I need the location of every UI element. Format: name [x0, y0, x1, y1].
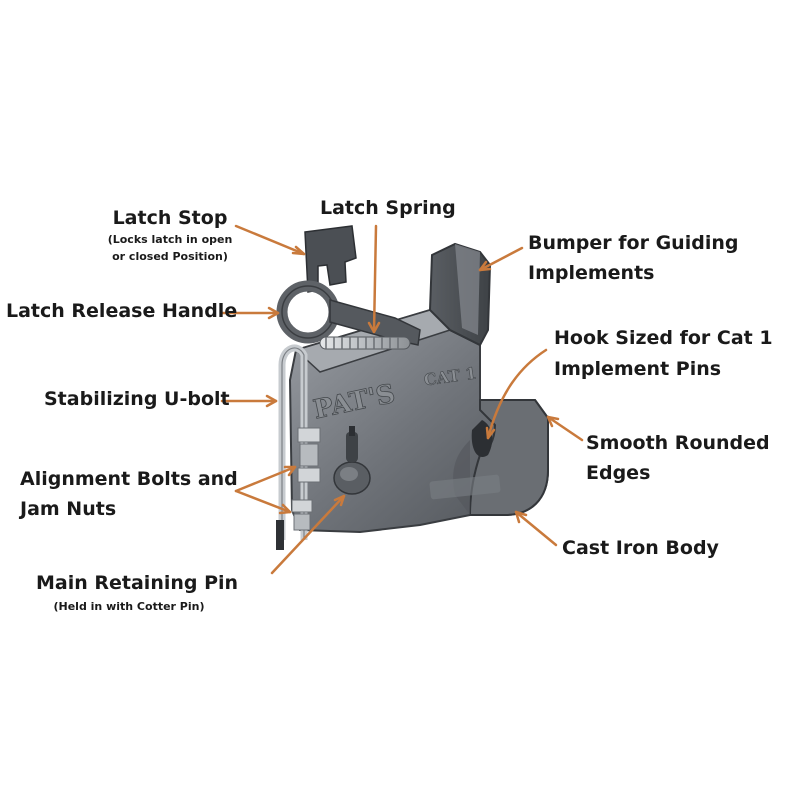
label-latch-release-handle: Latch Release Handle: [6, 300, 238, 322]
label-latch-stop-note-1: (Locks latch in open: [107, 233, 233, 246]
label-latch-stop: Latch Stop: [112, 207, 228, 229]
label-latch-stop-note-2: or closed Position): [112, 250, 228, 263]
alignment-bolts: [291, 427, 321, 531]
arrow-latch-spring: [372, 224, 378, 334]
label-cast-iron: Cast Iron Body: [562, 537, 719, 559]
label-bumper-2: Implements: [528, 262, 655, 284]
arrow-align-1: [234, 465, 297, 493]
label-align-1: Alignment Bolts and: [20, 468, 238, 490]
u-bolt: [276, 344, 308, 550]
label-bumper-1: Bumper for Guiding: [528, 232, 739, 254]
arrow-hook: [486, 348, 548, 440]
label-align-2: Jam Nuts: [20, 498, 117, 520]
label-main-pin-note: (Held in with Cotter Pin): [53, 600, 205, 613]
label-u-bolt: Stabilizing U-bolt: [44, 388, 230, 410]
label-hook-2: Implement Pins: [554, 358, 722, 380]
label-hook-1: Hook Sized for Cat 1: [554, 327, 773, 349]
arrow-latch-stop: [234, 224, 306, 256]
label-main-pin: Main Retaining Pin: [36, 572, 239, 594]
label-smooth-1: Smooth Rounded: [586, 432, 770, 454]
label-smooth-2: Edges: [586, 462, 651, 484]
hitch-illustration: PAT'S CAT 1: [276, 225, 549, 550]
arrow-smooth-edges: [546, 415, 584, 442]
arrow-main-pin: [270, 494, 346, 575]
arrow-cast-iron: [514, 510, 558, 547]
latch-spring: [319, 336, 411, 350]
arrow-align-2: [234, 489, 292, 514]
main-retaining-pin: [333, 426, 371, 495]
label-latch-spring: Latch Spring: [320, 197, 456, 219]
arrow-bumper: [478, 246, 524, 272]
callout-arrows: [220, 224, 584, 575]
